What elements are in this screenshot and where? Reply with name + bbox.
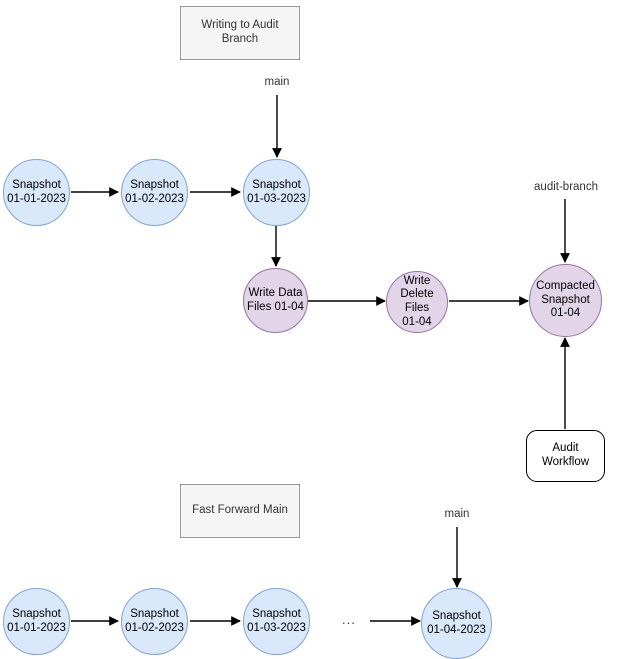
branch-label-main-bottom: main bbox=[444, 508, 470, 520]
node-snapshot-01-04-2023-bottom[interactable]: Snapshot 01-04-2023 bbox=[421, 588, 492, 659]
branch-label-audit-branch: audit-branch bbox=[534, 181, 598, 193]
section-label-writing-to-audit-branch: Writing to Audit Branch bbox=[180, 6, 300, 60]
branch-label-main-top: main bbox=[264, 76, 290, 88]
node-snapshot-01-02-2023-top[interactable]: Snapshot 01-02-2023 bbox=[121, 159, 188, 226]
node-snapshot-01-03-2023-top[interactable]: Snapshot 01-03-2023 bbox=[243, 159, 310, 226]
section-label-fast-forward-main: Fast Forward Main bbox=[180, 484, 300, 538]
node-audit-workflow[interactable]: Audit Workflow bbox=[526, 430, 605, 482]
node-write-delete-files-01-04[interactable]: Write Delete Files 01-04 bbox=[386, 271, 448, 333]
node-compacted-snapshot-01-04[interactable]: Compacted Snapshot 01-04 bbox=[529, 264, 602, 337]
node-snapshot-01-01-2023-bottom[interactable]: Snapshot 01-01-2023 bbox=[3, 588, 70, 655]
node-write-data-files-01-04[interactable]: Write Data Files 01-04 bbox=[243, 268, 308, 333]
node-snapshot-01-01-2023-top[interactable]: Snapshot 01-01-2023 bbox=[3, 159, 70, 226]
node-snapshot-01-02-2023-bottom[interactable]: Snapshot 01-02-2023 bbox=[121, 588, 188, 655]
node-snapshot-01-03-2023-bottom[interactable]: Snapshot 01-03-2023 bbox=[243, 588, 310, 655]
ellipsis-separator: ... bbox=[342, 612, 356, 627]
